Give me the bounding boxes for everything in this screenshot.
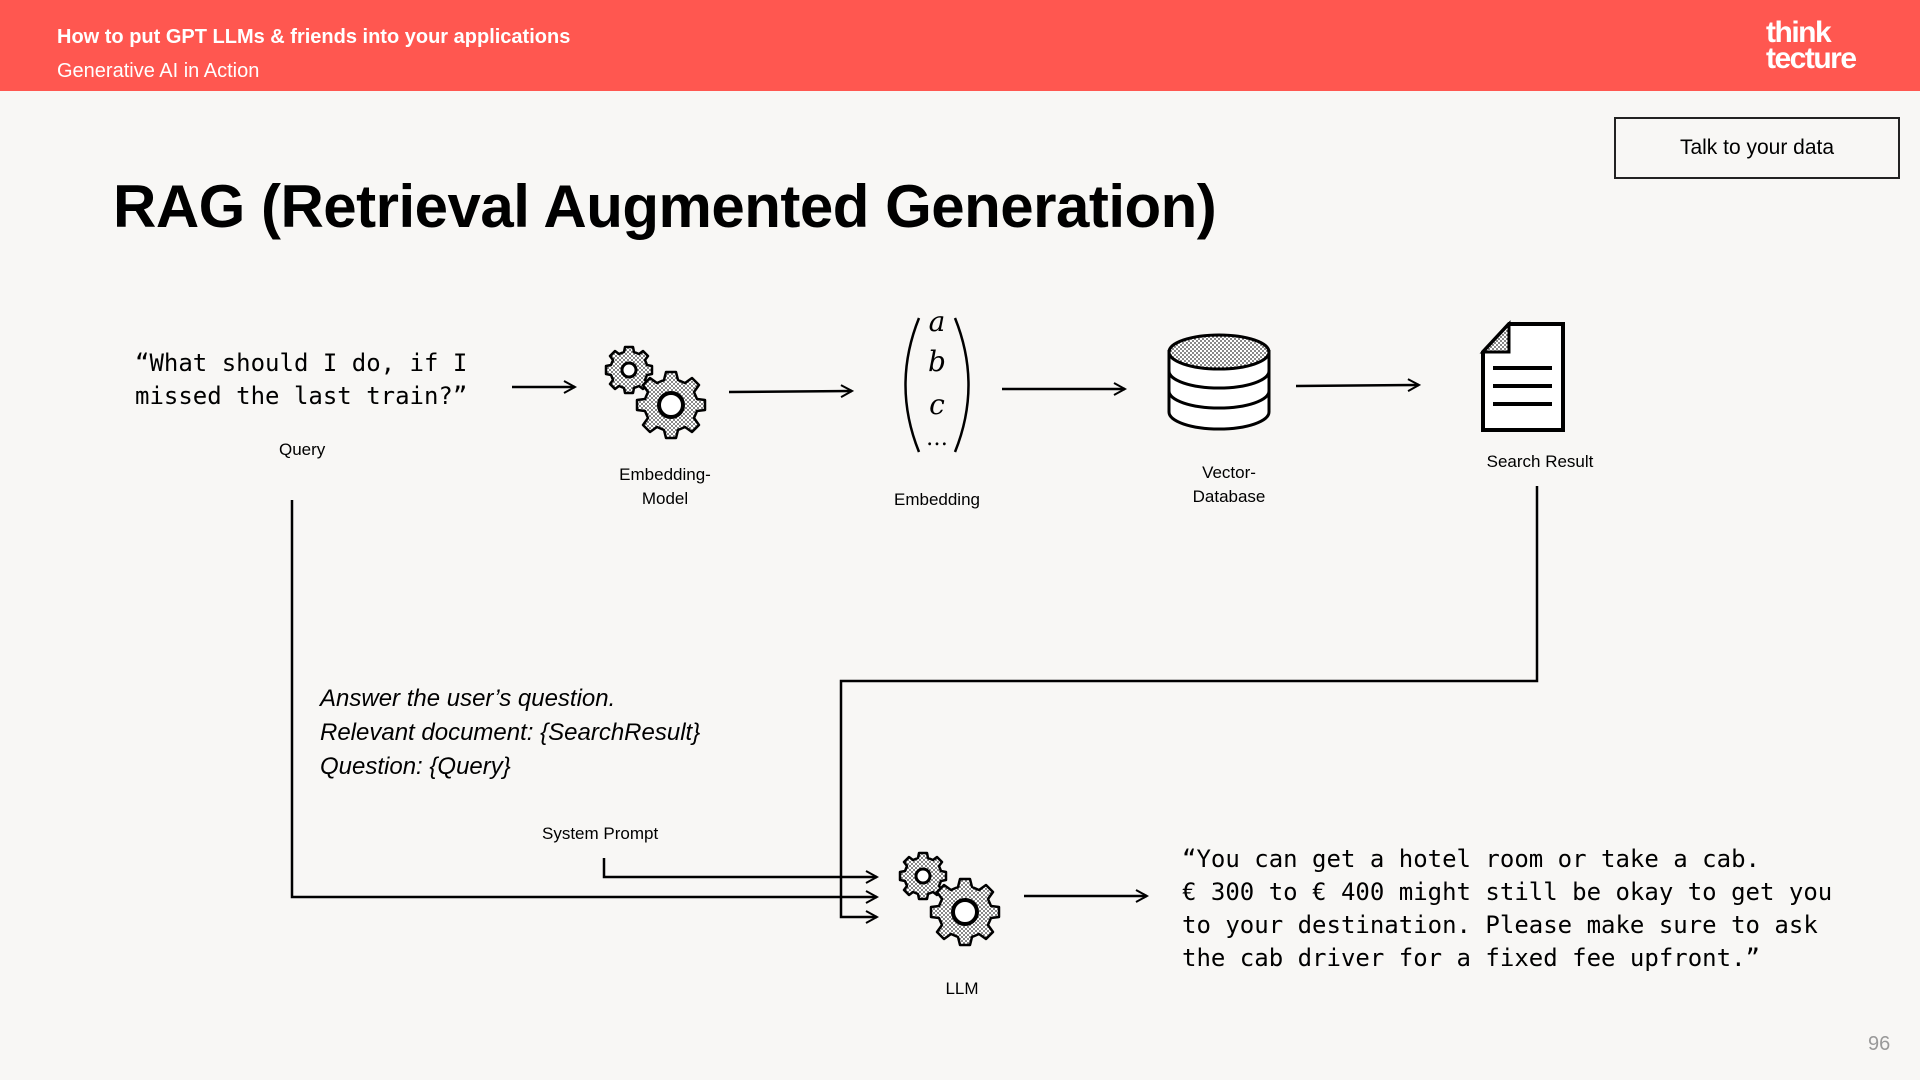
thinktecture-logo: think tecture	[1766, 16, 1857, 75]
llm-label: LLM	[945, 979, 979, 998]
header-bar: How to put GPT LLMs & friends into your …	[0, 0, 1920, 91]
page-number: 96	[1868, 1033, 1891, 1055]
embedding-item-c: c	[929, 388, 945, 421]
header-title: How to put GPT LLMs & friends into your …	[57, 26, 571, 48]
connector-result-to-llm	[839, 486, 1539, 917]
arrow-database-to-result	[1295, 385, 1419, 386]
connector-query-to-llm	[290, 500, 877, 897]
vector-database-label-line2: Database	[1192, 487, 1266, 506]
system-prompt-line-2: Relevant document: {SearchResult}	[320, 719, 701, 746]
embedding-item-a: a	[928, 305, 946, 338]
page-title: RAG (Retrieval Augmented Generation)	[113, 173, 1217, 240]
header-subtitle: Generative AI in Action	[57, 60, 260, 82]
query-text: “What should I do, if I missed the last …	[135, 349, 468, 410]
embedding-label: Embedding	[893, 490, 980, 509]
llm-gears-icon	[898, 851, 1001, 947]
search-result-label: Search Result	[1486, 452, 1594, 471]
database-icon	[1167, 333, 1271, 431]
logo-line-1: think	[1766, 16, 1832, 49]
system-prompt-line-3: Question: {Query}	[320, 753, 511, 780]
connector-prompt-to-llm	[602, 858, 877, 877]
vector-database-label-line1: Vector-	[1202, 463, 1256, 482]
document-icon	[1479, 320, 1565, 432]
embedding-item-b: b	[928, 345, 946, 378]
answer-text: “You can get a hotel room or take a cab.…	[1182, 845, 1833, 972]
arrow-model-to-embedding	[728, 391, 852, 392]
logo-line-2: tecture	[1766, 42, 1857, 75]
embedding-model-label: Embedding- Model	[605, 463, 725, 511]
embedding-model-label-line1: Embedding-	[619, 465, 711, 484]
system-prompt-line-1: Answer the user’s question.	[320, 685, 616, 712]
vector-database-label: Vector- Database	[1169, 461, 1289, 509]
talk-to-your-data-tag: Talk to your data	[1614, 117, 1900, 179]
embedding-model-label-line2: Model	[641, 489, 689, 508]
embedding-vector-icon	[904, 317, 970, 453]
query-label: Query	[279, 440, 326, 459]
system-prompt-label: System Prompt	[542, 824, 659, 843]
system-prompt-text: Answer the user’s question. Relevant doc…	[320, 682, 700, 784]
embedding-model-gears-icon	[604, 345, 707, 440]
embedding-ellipsis: …	[926, 426, 948, 451]
